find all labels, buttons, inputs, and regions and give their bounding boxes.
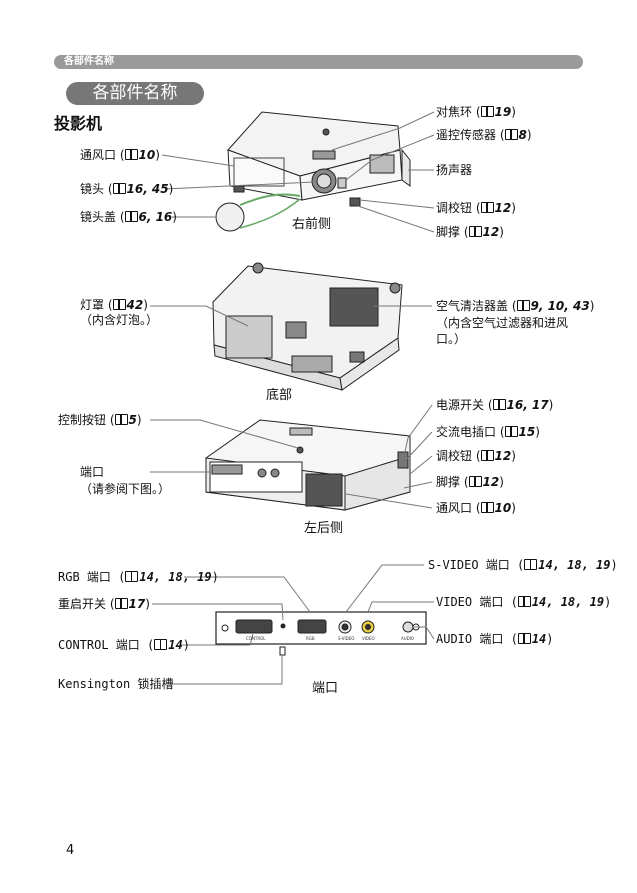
leader-port-rgb <box>184 576 311 613</box>
book-icon <box>504 426 518 437</box>
book-icon <box>492 399 506 410</box>
panel-text-video: VIDEO <box>362 636 375 641</box>
leader-rear-vent <box>345 493 433 509</box>
label-bottom-filter-cover: 空气清洁器盖 (9, 10, 43) <box>436 299 595 313</box>
label-rear-elevator-button: 调校钮 (12) <box>436 449 516 463</box>
projector-front-illustration <box>227 111 411 207</box>
section-heading: 投影机 <box>54 114 103 133</box>
leader-rear-elevator-foot <box>403 481 433 489</box>
book-icon <box>114 598 128 609</box>
label-front-elevator-button: 调校钮 (12) <box>436 201 516 215</box>
label-bottom-filter-cover-note2: 口。） <box>436 332 467 346</box>
book-icon <box>112 183 126 194</box>
panel-text-svideo: S-VIDEO <box>338 636 354 641</box>
book-icon <box>468 476 482 487</box>
leader-port-reset <box>152 603 284 621</box>
page-number: 4 <box>66 843 75 858</box>
book-icon <box>480 106 494 117</box>
label-port-rgb: RGB 端口 (14, 18, 19) <box>58 570 219 584</box>
label-front-remote-sensor: 遥控传感器 (8) <box>436 128 532 142</box>
caption-ports: 端口 <box>312 681 339 696</box>
label-front-focus-ring: 对焦环 (19) <box>436 105 516 119</box>
label-rear-ports-note: （请参阅下图。） <box>80 482 171 496</box>
label-bottom-filter-cover-note1: （内含空气过滤器和进风 <box>436 316 569 330</box>
leader-front-remote-sensor <box>345 134 435 181</box>
book-icon <box>124 149 138 160</box>
label-port-svideo: S-VIDEO 端口 (14, 18, 19) <box>428 558 618 572</box>
label-front-lens: 镜头 (16, 45) <box>80 182 174 196</box>
label-port-kensington: Kensington 锁插槽 <box>58 677 174 691</box>
header-bar <box>54 55 583 69</box>
leader-front-elevator-foot <box>357 205 435 233</box>
book-icon <box>468 226 482 237</box>
book-icon <box>524 559 538 570</box>
label-rear-power-switch: 电源开关 (16, 17) <box>436 398 554 412</box>
book-icon <box>517 633 531 644</box>
panel-text-control: CONTROL <box>246 636 266 641</box>
page-title: 各部件名称 <box>66 82 204 105</box>
book-icon <box>114 414 128 425</box>
label-port-video: VIDEO 端口 (14, 18, 19) <box>436 595 612 609</box>
label-rear-control-buttons: 控制按钮 (5) <box>58 413 142 427</box>
label-front-speaker: 扬声器 <box>436 163 473 177</box>
label-port-audio: AUDIO 端口 (14) <box>436 632 554 646</box>
port-panel-illustration <box>215 611 427 656</box>
leader-rear-ac-inlet <box>403 431 433 463</box>
leader-port-video <box>367 601 434 613</box>
leader-rear-power-switch <box>403 404 433 457</box>
label-front-lens-cap: 镜头盖 (6, 16) <box>80 210 177 224</box>
book-icon <box>516 300 530 311</box>
book-icon <box>125 571 139 582</box>
leader-bottom-lamp-cover <box>150 305 249 327</box>
leader-rear-elevator-button <box>409 455 433 475</box>
label-rear-elevator-foot: 脚撑 (12) <box>436 475 504 489</box>
label-bottom-lamp-cover-note: （内含灯泡。） <box>80 313 159 327</box>
panel-text-audio: AUDIO <box>401 636 414 641</box>
label-rear-ports: 端口 <box>80 465 105 479</box>
caption-rear: 左后侧 <box>304 521 344 536</box>
leader-port-control <box>180 633 254 646</box>
projector-rear-illustration <box>205 419 411 511</box>
leader-port-kensington <box>170 655 283 685</box>
book-icon <box>480 450 494 461</box>
label-rear-ac-inlet: 交流电插口 (15) <box>436 425 540 439</box>
label-rear-vent: 通风口 (10) <box>436 501 516 515</box>
label-bottom-lamp-cover: 灯罩 (42) <box>80 298 148 312</box>
book-icon <box>112 299 126 310</box>
leader-front-focus-ring <box>331 111 435 151</box>
caption-bottom: 底部 <box>266 388 293 403</box>
leader-front-vent <box>161 154 235 167</box>
leader-port-svideo <box>345 564 424 613</box>
label-port-reset: 重启开关 (17) <box>58 597 150 611</box>
panel-text-rgb: RGB <box>306 636 315 641</box>
book-icon <box>517 596 531 607</box>
leader-front-elevator-button <box>359 199 435 209</box>
book-icon <box>504 129 518 140</box>
leader-rear-control-buttons <box>150 419 299 449</box>
leader-port-audio <box>414 626 435 640</box>
label-front-elevator-foot: 脚撑 (12) <box>436 225 504 239</box>
book-icon <box>154 639 168 650</box>
label-port-control: CONTROL 端口 (14) <box>58 638 190 652</box>
book-icon <box>124 211 138 222</box>
projector-bottom-illustration <box>212 262 403 391</box>
caption-front: 右前侧 <box>292 217 332 232</box>
lens-cap-illustration <box>215 193 301 232</box>
book-icon <box>480 202 494 213</box>
book-icon <box>480 502 494 513</box>
header-section-tab: 各部件名称 <box>64 56 114 67</box>
leader-front-lens <box>164 181 315 190</box>
label-front-vent: 通风口 (10) <box>80 148 160 162</box>
